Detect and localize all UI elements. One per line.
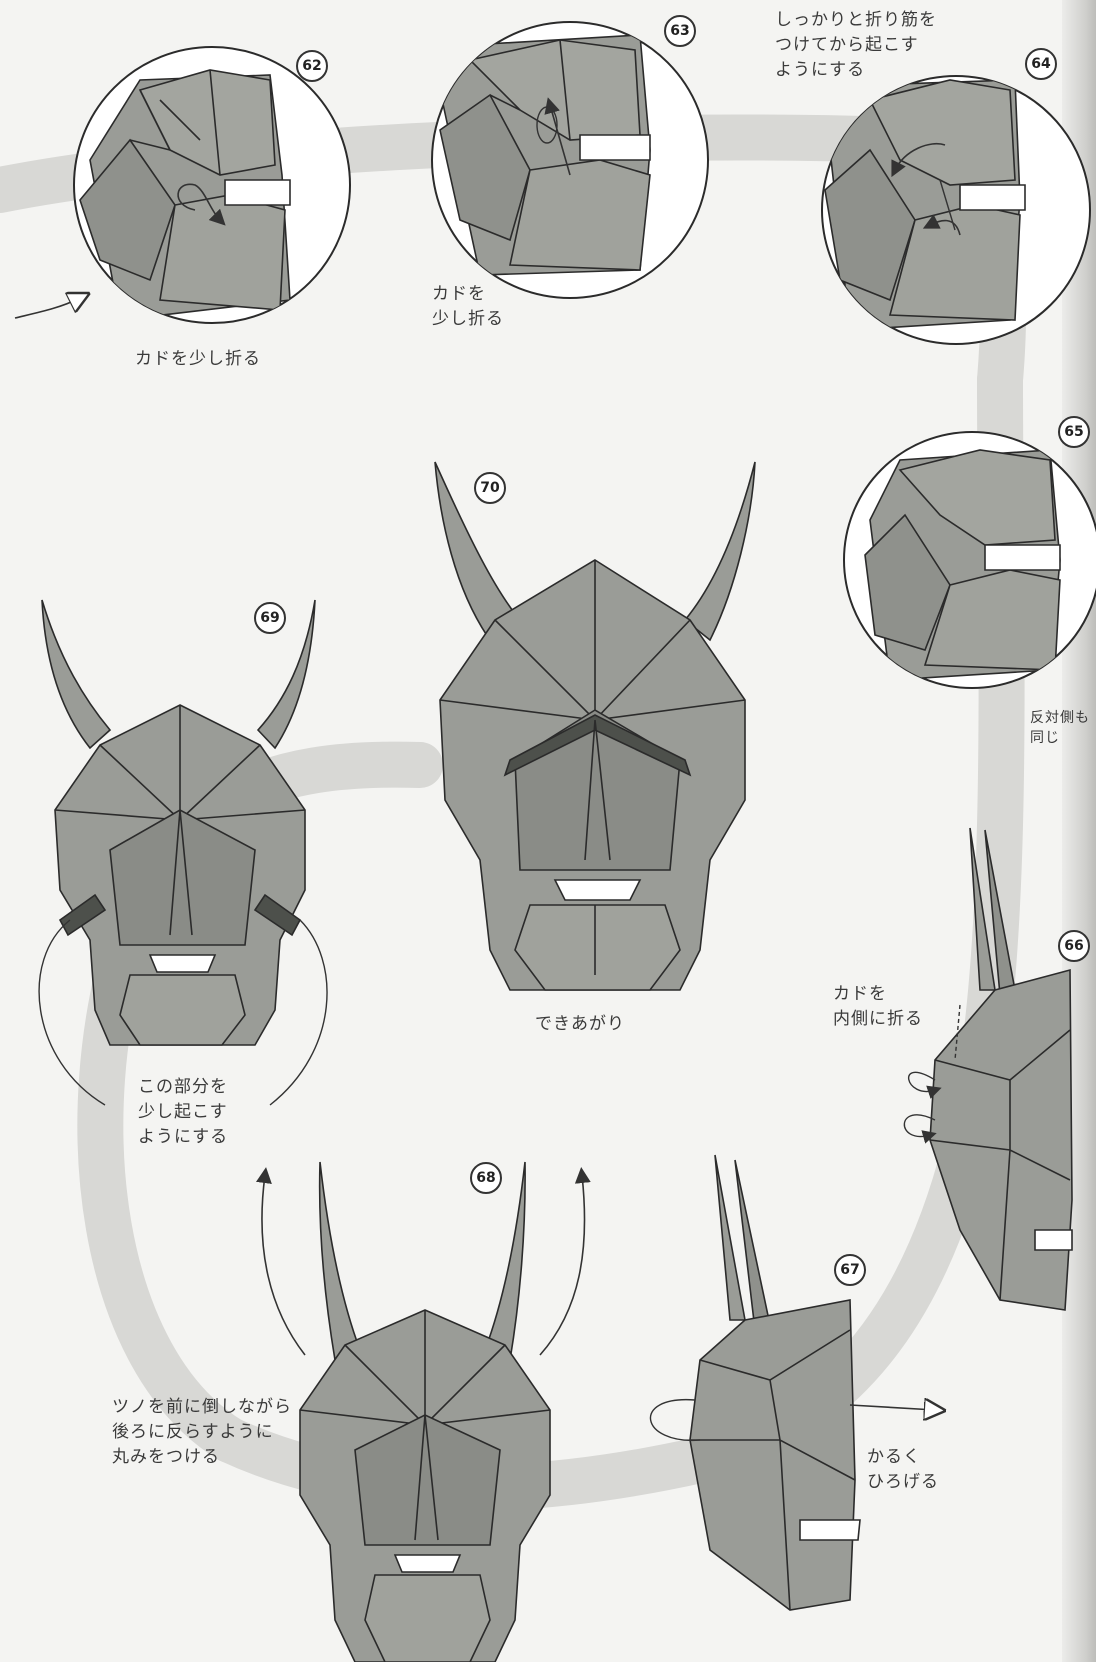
step-number-69: 69 <box>254 602 286 634</box>
step-68-caption: ツノを前に倒しながら 後ろに反らすように 丸みをつける <box>112 1395 292 1470</box>
step-66-caption: カドを 内側に折る <box>833 982 923 1032</box>
step-number-67: 67 <box>834 1254 866 1286</box>
step-67-side-view <box>650 1155 935 1610</box>
step-63-detail <box>432 22 708 298</box>
step-number-64: 64 <box>1025 48 1057 80</box>
step-64-caption: しっかりと折り筋を つけてから起こす ようにする <box>775 8 937 83</box>
step-number-63: 63 <box>664 15 696 47</box>
step-number-62: 62 <box>296 50 328 82</box>
step-65-detail <box>844 432 1096 688</box>
step-62-caption: カドを少し折る <box>135 347 261 372</box>
step-65-caption: 反対側も 同じ <box>1030 708 1090 748</box>
step-70-final-mask <box>435 462 755 990</box>
step-69-caption: この部分を 少し起こす ようにする <box>138 1075 228 1150</box>
step-64-detail <box>822 76 1090 344</box>
step-number-65: 65 <box>1058 416 1090 448</box>
step-number-68: 68 <box>470 1162 502 1194</box>
step-67-caption: かるく ひろげる <box>867 1445 939 1495</box>
step-63-caption: カドを 少し折る <box>432 282 504 332</box>
step-68-mask <box>262 1162 585 1662</box>
step-number-66: 66 <box>1058 930 1090 962</box>
step-69-mask <box>39 600 327 1105</box>
step-number-70: 70 <box>474 472 506 504</box>
step-70-caption: できあがり <box>535 1012 625 1037</box>
